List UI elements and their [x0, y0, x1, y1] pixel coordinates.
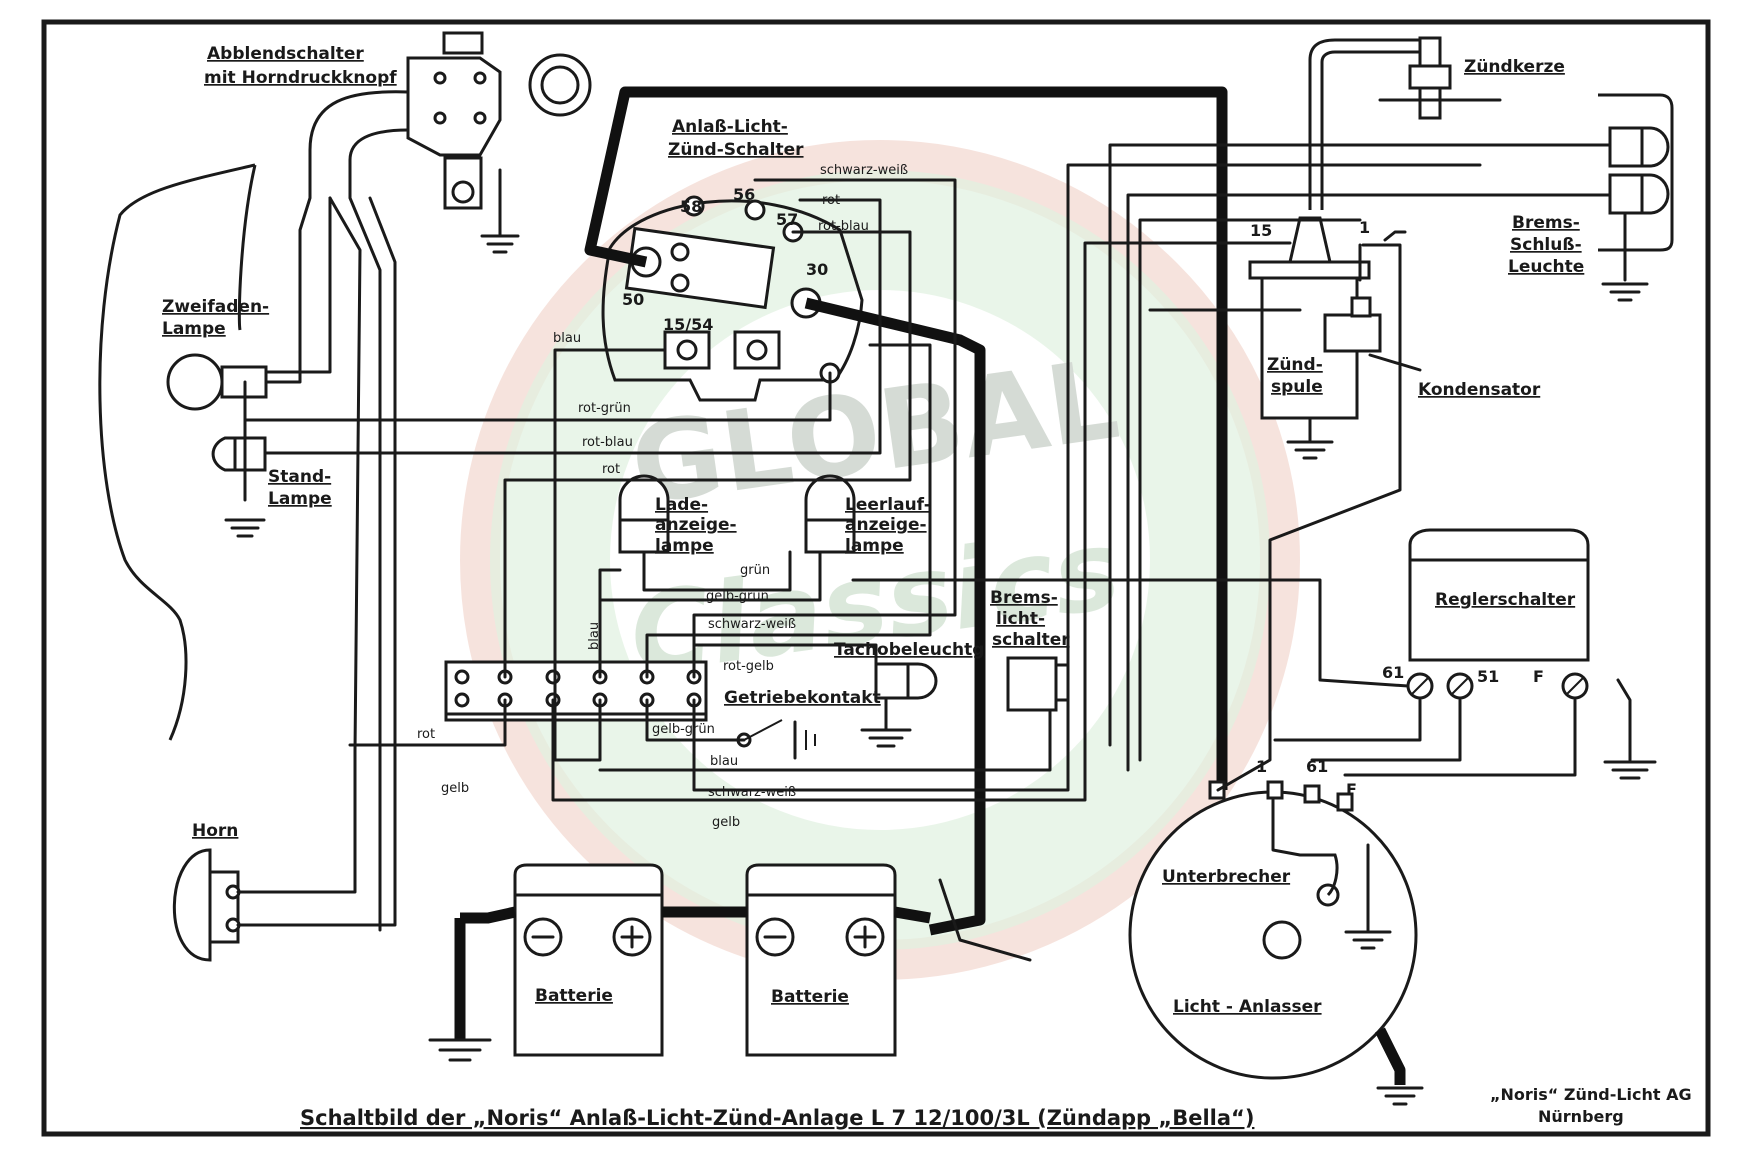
label-zweifaden: Zweifaden- — [162, 297, 269, 317]
headlamp-housing — [98, 163, 256, 741]
maker-line1: „Noris“ Zünd-Licht AG — [1490, 1085, 1692, 1104]
label-bremslicht-2: licht- — [996, 609, 1045, 629]
zuendkerze — [1378, 36, 1502, 120]
wire-rot-top: rot — [822, 193, 840, 208]
terminal-50: 50 — [622, 290, 644, 309]
abblendschalter — [406, 31, 592, 210]
wiring — [236, 143, 1632, 962]
label-abblendschalter: Abblendschalter — [207, 44, 364, 64]
terminal-57: 57 — [776, 210, 798, 229]
label-getriebe: Getriebekontakt — [724, 688, 881, 708]
ladeanzeige-lampe — [618, 474, 670, 554]
wire-gelb-bottom: gelb — [712, 815, 740, 830]
bremslicht-schalter — [1006, 656, 1070, 712]
wire-schwarz-weiss-mid: schwarz-weiß — [708, 617, 796, 632]
label-kondensator: Kondensator — [1418, 380, 1541, 400]
leerlauf-lampe — [804, 474, 856, 554]
label-brems-schluss-3: Leuchte — [1508, 257, 1584, 277]
wire-gruen: grün — [740, 563, 770, 578]
wire-schwarz-weiss-bottom: schwarz-weiß — [708, 785, 796, 800]
label-stand: Stand- — [268, 467, 331, 487]
brems-schluss-leuchte — [1598, 93, 1674, 252]
wire-rot-strip: rot — [417, 727, 435, 742]
label-regler: Reglerschalter — [1435, 590, 1576, 610]
wire-gelb-gruen: gelb-grün — [706, 589, 769, 604]
wire-gelb-left: gelb — [441, 781, 469, 796]
regler-terminal-51: 51 — [1477, 667, 1499, 686]
label-anlass-2: Zünd-Schalter — [668, 140, 804, 160]
label-anlass-1: Anlaß-Licht- — [672, 117, 788, 137]
terminal-58: 58 — [680, 197, 702, 216]
label-unterbrecher: Unterbrecher — [1162, 867, 1291, 887]
label-zuendkerze: Zündkerze — [1464, 57, 1565, 77]
label-horn: Horn — [192, 821, 238, 841]
terminal-strip — [444, 660, 708, 722]
label-leer-3: lampe — [845, 536, 904, 556]
maker-line2: Nürnberg — [1538, 1107, 1624, 1126]
tacho-lampe — [874, 662, 938, 700]
horn — [172, 848, 241, 962]
gen-terminal-1: 1 — [1256, 757, 1267, 776]
batterie-right — [745, 863, 897, 1057]
terminal-15-54: 15/54 — [663, 315, 713, 334]
wire-schwarz-weiss-top: schwarz-weiß — [820, 163, 908, 178]
getriebekontakt — [736, 719, 816, 760]
frame — [41, 19, 1711, 1137]
label-leer-2: anzeige- — [845, 515, 927, 535]
terminal-30: 30 — [806, 260, 828, 279]
label-batterie-2: Batterie — [771, 987, 849, 1007]
label-brems-schluss-1: Brems- — [1512, 213, 1580, 233]
reglerschalter — [1406, 528, 1590, 700]
terminal-56: 56 — [733, 185, 755, 204]
regler-terminal-61: 61 — [1382, 663, 1404, 682]
diagram-title: Schaltbild der „Noris“ Anlaß-Licht-Zünd-… — [300, 1106, 1254, 1130]
starter-cable — [584, 86, 1228, 790]
gen-terminal-f: F — [1346, 780, 1357, 799]
regler-terminal-f: F — [1533, 667, 1544, 686]
label-bremslicht-3: schalter — [992, 630, 1070, 650]
wire-rot-gelb: rot-gelb — [723, 659, 774, 674]
zweifaden-lampe — [166, 353, 268, 411]
label-lade-3: lampe — [655, 536, 714, 556]
label-leer-1: Leerlauf- — [845, 495, 931, 515]
wire-gelb-gruen-small: gelb-grün — [652, 722, 715, 737]
label-lade-1: Lade- — [655, 495, 708, 515]
label-tacho: Tachobeleuchtg — [834, 640, 984, 660]
ground-symbols — [224, 228, 1657, 1106]
label-mit-horndruckknopf: mit Horndruckknopf — [204, 68, 397, 88]
stand-lampe — [211, 436, 267, 472]
wire-rot-blau-top: rot-blau — [818, 219, 869, 234]
wire-blau-vertical: blau — [587, 622, 602, 650]
wire-blau-left: blau — [553, 331, 581, 346]
batterie-left — [513, 863, 664, 1057]
gen-terminal-61: 61 — [1306, 757, 1328, 776]
coil-terminal-15: 15 — [1250, 221, 1272, 240]
label-stand-lampe: Lampe — [268, 489, 332, 509]
label-zuendspule-2: spule — [1271, 377, 1323, 397]
wire-rot-gruen: rot-grün — [578, 401, 631, 416]
wire-rot-blau: rot-blau — [582, 435, 633, 450]
label-bremslicht-1: Brems- — [990, 588, 1058, 608]
coil-terminal-1: 1 — [1359, 218, 1370, 237]
wire-rot: rot — [602, 462, 620, 477]
label-zweifaden-lampe: Lampe — [162, 319, 226, 339]
licht-anlasser — [1128, 780, 1418, 1080]
label-zuendspule-1: Zünd- — [1267, 355, 1323, 375]
label-lade-2: anzeige- — [655, 515, 737, 535]
wire-blau-bottom: blau — [710, 754, 738, 769]
label-licht-anlasser: Licht - Anlasser — [1173, 997, 1322, 1017]
label-brems-schluss-2: Schluß- — [1510, 235, 1582, 255]
label-batterie-1: Batterie — [535, 986, 613, 1006]
